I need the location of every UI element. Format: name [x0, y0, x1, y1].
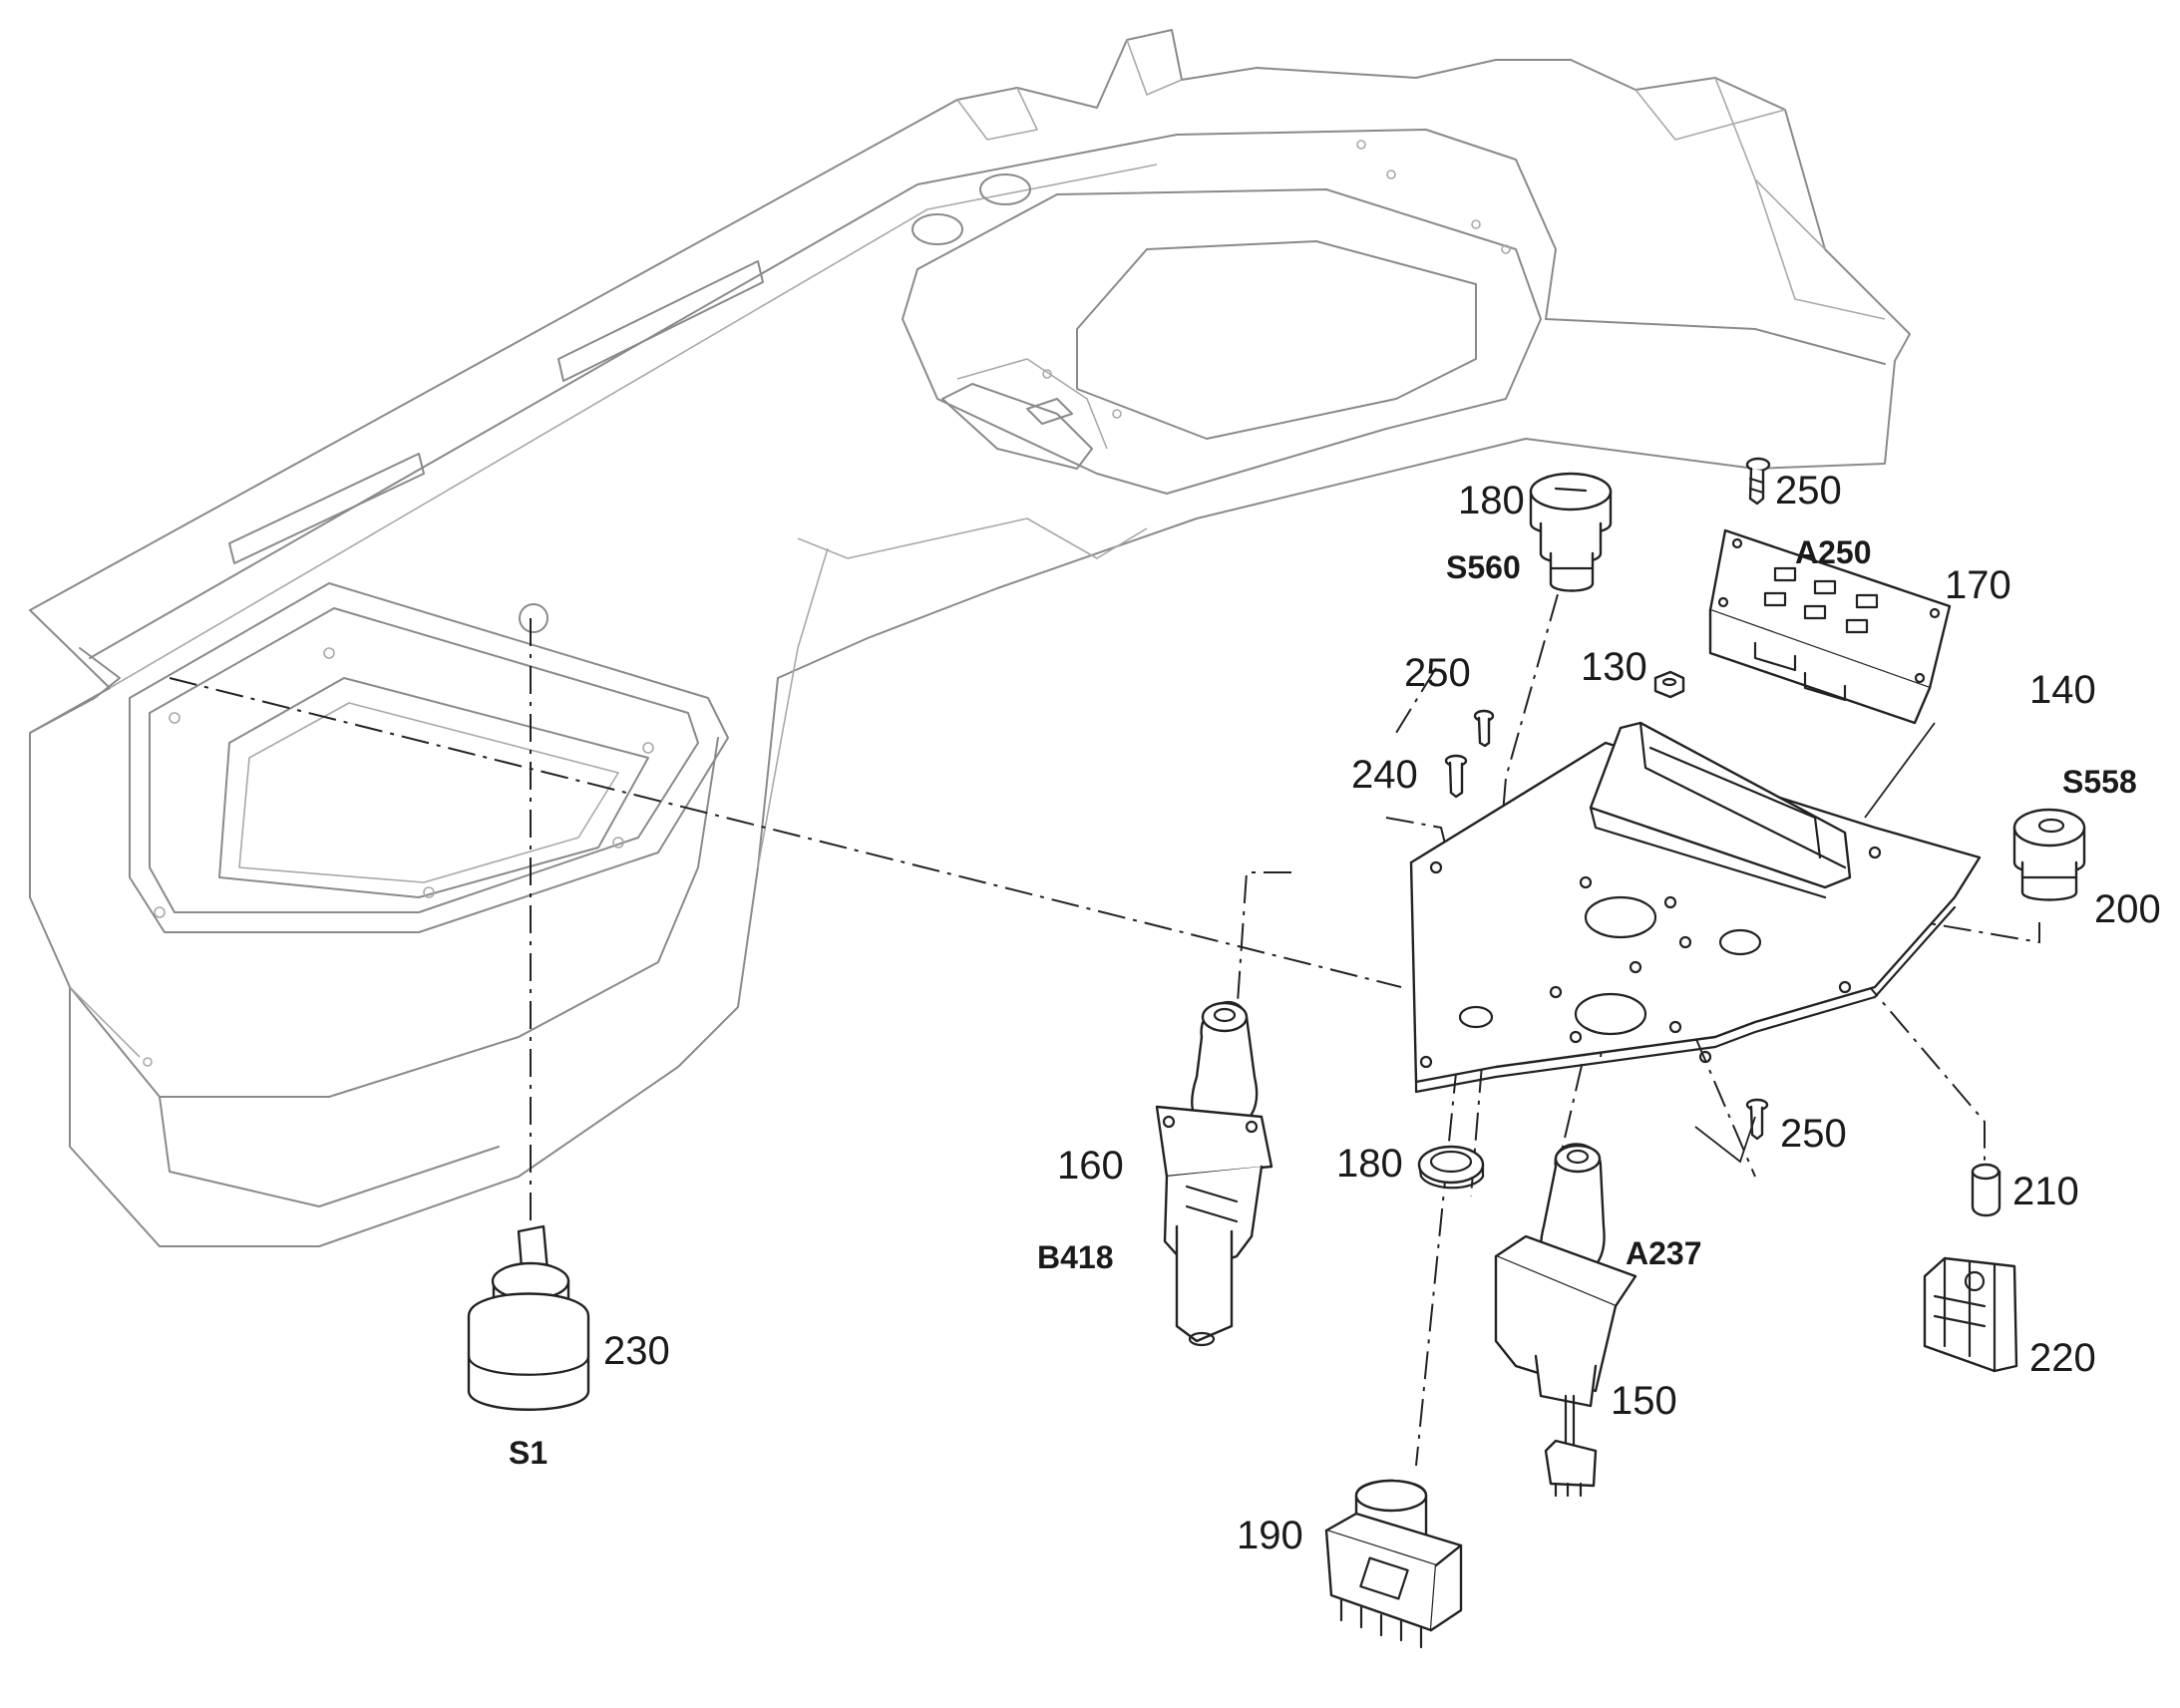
callout-labels: 180 S560 250 A250 170 130 250 140 240 S5… [509, 469, 2161, 1557]
label-ref-s560: S560 [1446, 549, 1521, 585]
label-item-190: 190 [1237, 1514, 1303, 1557]
control-module-a250 [1708, 528, 1952, 725]
label-item-200: 200 [2094, 887, 2161, 931]
label-item-160: 160 [1057, 1144, 1124, 1188]
label-ref-s558: S558 [2062, 764, 2137, 800]
label-item-180-top: 180 [1458, 479, 1525, 522]
key-switch-s1 [467, 1224, 590, 1411]
joystick-a237 [1494, 1143, 1637, 1498]
switch-module-190 [1324, 1479, 1463, 1649]
label-item-140: 140 [2029, 668, 2096, 712]
lamp-210 [1971, 1163, 2001, 1217]
label-item-220: 220 [2029, 1336, 2096, 1380]
cab-frame [29, 29, 1911, 1247]
label-item-130: 130 [1581, 645, 1647, 689]
label-item-250-mid: 250 [1404, 651, 1471, 695]
label-item-170: 170 [1945, 563, 2011, 607]
label-item-240: 240 [1351, 753, 1418, 797]
label-item-230: 230 [603, 1329, 670, 1373]
label-ref-a250: A250 [1795, 534, 1872, 570]
label-ref-a237: A237 [1626, 1235, 1702, 1271]
screw-250-mid [1473, 709, 1495, 748]
contact-block-220 [1923, 1256, 2018, 1373]
joystick-b418 [1155, 1000, 1273, 1347]
ring-180 [1417, 1145, 1485, 1190]
label-item-250-top: 250 [1775, 469, 1842, 512]
label-ref-b418: B418 [1037, 1239, 1114, 1275]
push-button-s558 [2012, 808, 2086, 901]
screw-250-top [1745, 457, 1771, 506]
label-item-250-low: 250 [1780, 1112, 1847, 1156]
screw-250-low [1694, 1098, 1769, 1164]
label-item-150: 150 [1611, 1379, 1677, 1423]
nut-130 [1653, 670, 1685, 699]
mounting-plate-140 [1409, 721, 1982, 1094]
label-item-210: 210 [2012, 1170, 2079, 1213]
label-ref-s1: S1 [509, 1435, 547, 1471]
screw-240 [1444, 754, 1468, 799]
emergency-stop-button-s560 [1529, 472, 1613, 592]
label-item-180-ring: 180 [1336, 1142, 1403, 1186]
